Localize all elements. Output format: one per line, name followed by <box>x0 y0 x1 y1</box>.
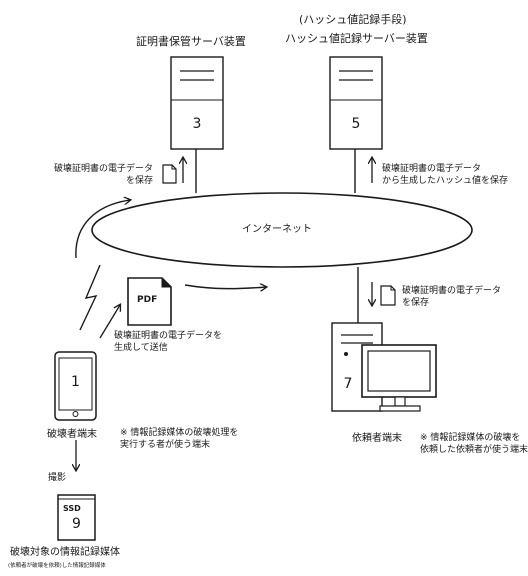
pdf-document-icon <box>127 277 172 326</box>
terminal-7-number: 7 <box>343 376 353 392</box>
annotation-save-to-7: 破壊証明書の電子データ を保存 <box>402 286 502 308</box>
document-icon <box>162 164 177 184</box>
terminal-1-number: 1 <box>71 374 80 390</box>
document-icon-client <box>380 285 396 306</box>
server-5-icon <box>329 56 383 150</box>
pdf-label: PDF <box>137 295 158 305</box>
server-3-title: 証明書保管サーバ装置 <box>136 35 246 48</box>
annotation-save-to-3: 破壊証明書の電子データ を保存 <box>54 164 154 186</box>
annotation-save-hash-5: 破壊証明書の電子データ から生成したハッシュ値を保存 <box>382 164 509 186</box>
arrow-phone-to-pdf <box>99 305 120 339</box>
photograph-label: 撮影 <box>48 473 67 483</box>
arrow-curve-right <box>184 285 266 289</box>
server-3-number: 3 <box>192 116 202 132</box>
server-3-icon <box>170 56 224 150</box>
arrow-curve-up <box>75 200 130 259</box>
ssd-sublabel: (依頼者が破壊を依頼)した情報記録媒体 <box>8 563 106 569</box>
ssd-badge: SSD <box>63 504 81 513</box>
server-5-title-note: (ハッシュ値記録手段) <box>299 13 407 26</box>
server-5-number: 5 <box>351 116 361 132</box>
ssd-label: 破壊対象の情報記録媒体 <box>10 547 120 558</box>
server-5-title: ハッシュ値記録サーバー装置 <box>285 32 428 45</box>
terminal-1-label: 破壊者端末 <box>47 429 97 440</box>
smartphone-icon <box>54 351 97 421</box>
ssd-icon <box>57 494 96 541</box>
terminal-7-note: ※ 情報記録媒体の破壊を 依頼した依頼者が使う端末 <box>420 433 528 455</box>
ssd-number: 9 <box>72 516 81 532</box>
monitor-icon <box>361 344 437 412</box>
internet-label: インターネット <box>242 224 312 235</box>
terminal-7-label: 依頼者端末 <box>352 433 402 444</box>
internet-cloud <box>91 192 473 268</box>
wireless-signal-icon <box>79 264 101 331</box>
annotation-generate-send: 破壊証明書の電子データを 生成して送信 <box>114 331 223 353</box>
terminal-1-note: ※ 情報記録媒体の破壊処理を 実行する者が使う端末 <box>120 428 239 450</box>
